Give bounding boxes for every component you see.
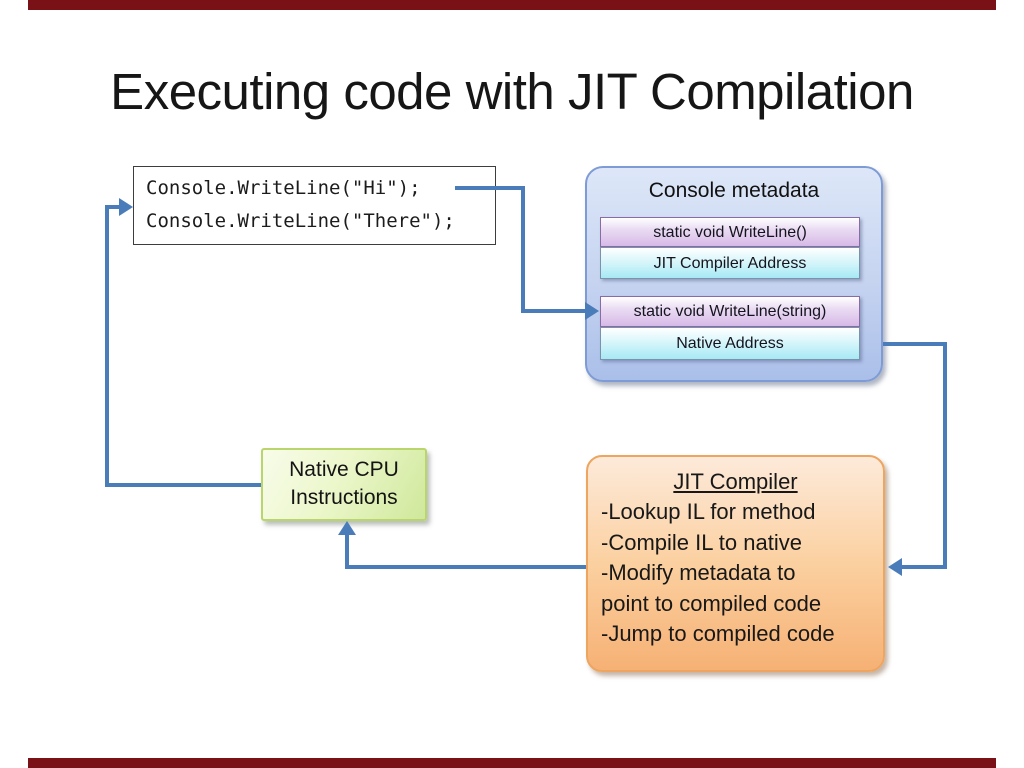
connector-segment	[883, 342, 947, 346]
top-accent-bar	[28, 0, 996, 10]
jit-step: -Modify metadata to	[601, 560, 796, 585]
jit-step: point to compiled code	[601, 590, 822, 616]
connector-segment	[455, 186, 525, 190]
arrow-right-icon	[585, 302, 599, 320]
connector-segment	[521, 309, 586, 313]
jit-step: -Jump to compiled code	[601, 621, 835, 646]
native-cpu-label-line1: Native CPU	[289, 458, 399, 481]
connector-segment	[105, 205, 121, 209]
address-slot-jit-compiler: JIT Compiler Address	[600, 247, 860, 279]
address-slot-native: Native Address	[600, 327, 860, 360]
console-metadata-title: Console metadata	[648, 179, 820, 202]
jit-compiler-box: JIT Compiler -Lookup IL for method -Comp…	[586, 455, 885, 672]
arrow-up-icon	[338, 521, 356, 535]
code-line: Console.WriteLine("There");	[146, 210, 455, 232]
metadata-entries: static void WriteLine() JIT Compiler Add…	[600, 217, 860, 360]
source-code-box: Console.WriteLine("Hi"); Console.WriteLi…	[133, 166, 496, 245]
connector-segment	[345, 565, 586, 569]
arrow-right-icon	[119, 198, 133, 216]
slide-title: Executing code with JIT Compilation	[110, 63, 914, 120]
jit-step: -Lookup IL for method	[601, 499, 816, 524]
connector-segment	[901, 565, 947, 569]
console-metadata-box: Console metadata static void WriteLine()…	[585, 166, 883, 382]
bottom-accent-bar	[28, 758, 996, 768]
jit-compiler-title: JIT Compiler	[673, 469, 798, 494]
connector-segment	[345, 534, 349, 569]
jit-step: -Compile IL to native	[601, 529, 802, 555]
native-cpu-box: Native CPU Instructions	[261, 448, 427, 521]
connector-segment	[105, 483, 261, 487]
jit-compiler-steps: -Lookup IL for method -Compile IL to nat…	[588, 497, 883, 650]
native-cpu-label-line2: Instructions	[290, 486, 398, 509]
arrow-left-icon	[888, 558, 902, 576]
code-line: Console.WriteLine("Hi");	[146, 177, 421, 199]
entry-spacer	[600, 279, 860, 296]
method-slot-writeline: static void WriteLine()	[600, 217, 860, 247]
connector-segment	[105, 205, 109, 487]
connector-segment	[943, 342, 947, 569]
method-slot-writeline-string: static void WriteLine(string)	[600, 296, 860, 327]
connector-segment	[521, 186, 525, 313]
